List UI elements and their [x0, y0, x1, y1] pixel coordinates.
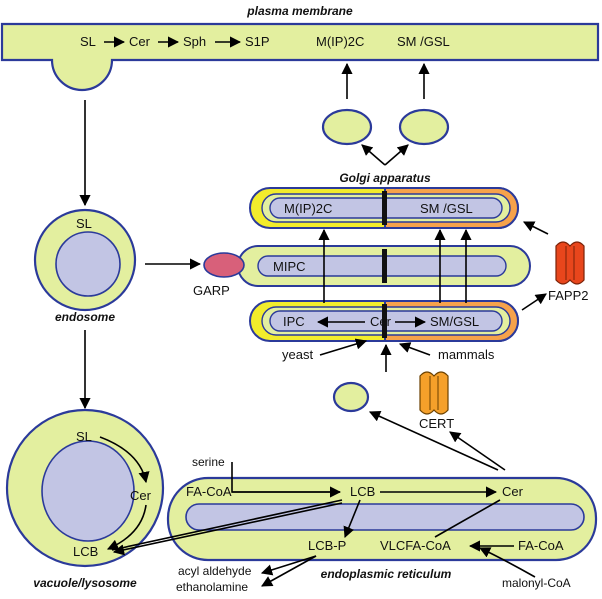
- er-serine-label: serine: [192, 455, 225, 469]
- golgi-mid-label: MIPC: [273, 259, 306, 274]
- arrow-lcb-to-vacuole-line: [111, 499, 343, 551]
- er-acyl-aldehyde-label: acyl aldehyde: [178, 564, 252, 578]
- er-vesicle: [332, 381, 370, 413]
- pm-s1p-label: S1P: [245, 34, 270, 49]
- pm-sl-label: SL: [80, 34, 96, 49]
- er-malonylcoa-label: malonyl-CoA: [502, 576, 571, 590]
- vacuole-lcb-label: LCB: [73, 544, 98, 559]
- arrow-malonylcoa-to-vlcfacoa: [478, 547, 536, 578]
- arrow-lcbp-to-acyl-aldehyde: [260, 555, 317, 576]
- golgi-vesicle-right: [398, 108, 450, 146]
- garp-icon: [203, 252, 245, 278]
- arrow-golgi-to-fapp2: [521, 293, 547, 311]
- vacuole-title: vacuole/lysosome: [33, 576, 137, 590]
- golgi-cisterna-bottom: [249, 300, 519, 342]
- golgi-smgsl-label: SM/GSL: [430, 314, 479, 329]
- arrow-er-to-cert: [449, 431, 506, 471]
- arrow-golgi-to-vesicle-left: [361, 144, 386, 166]
- arrow-er-to-vesicle: [368, 411, 499, 471]
- er-facoa-left-label: FA-CoA: [186, 484, 232, 499]
- arrow-mammals-to-golgi: [398, 342, 431, 356]
- arrow-lcb-to-lcbp: [343, 499, 361, 539]
- golgi-cer-label: Cer: [370, 314, 392, 329]
- endosome: [33, 208, 137, 312]
- arrow-yeast-to-golgi: [319, 338, 368, 356]
- er-vlcfacoa-label: VLCFA-CoA: [380, 538, 451, 553]
- pm-cer-label: Cer: [129, 34, 151, 49]
- pm-mip2c-label: M(IP)2C: [316, 34, 364, 49]
- endosome-title: endosome: [55, 310, 115, 324]
- golgi-vesicle-left: [321, 108, 373, 146]
- er-ethanolamine-label: ethanolamine: [176, 580, 248, 594]
- arrow-vacuole-sl-to-cer: [99, 436, 150, 484]
- plasma-membrane: [0, 22, 600, 92]
- golgi-cisterna-top: [249, 187, 519, 229]
- er-lcb-label: LCB: [350, 484, 375, 499]
- endoplasmic-reticulum: [166, 476, 598, 562]
- garp-label: GARP: [193, 283, 230, 298]
- golgi-ipc-label: IPC: [283, 314, 305, 329]
- pm-smgsl-label: SM /GSL: [397, 34, 450, 49]
- golgi-title: Golgi apparatus: [339, 171, 431, 185]
- endosome-sl-label: SL: [76, 216, 92, 231]
- er-facoa-right-label: FA-CoA: [518, 538, 564, 553]
- golgi-mammals-label: mammals: [438, 347, 495, 362]
- golgi-cisterna-middle: [237, 245, 531, 287]
- golgi-yeast-label: yeast: [282, 347, 313, 362]
- line-vlcfacoa-to-cer: [434, 499, 501, 538]
- arrow-lcbp-to-ethanolamine: [261, 555, 317, 587]
- arrow-er-lcb-to-vacuole-lcb: [112, 502, 343, 556]
- pm-sph-label: Sph: [183, 34, 206, 49]
- cert-icon: [419, 371, 449, 415]
- vacuole-cer-label: Cer: [130, 488, 152, 503]
- golgi-apparatus: [237, 187, 531, 342]
- er-cer-label: Cer: [502, 484, 524, 499]
- golgi-top-left-label: M(IP)2C: [284, 201, 332, 216]
- arrow-golgi-to-vesicle-right: [384, 144, 409, 166]
- golgi-top-right-label: SM /GSL: [420, 201, 473, 216]
- plasma-membrane-title: plasma membrane: [246, 4, 353, 18]
- vacuole-sl-label: SL: [76, 429, 92, 444]
- er-title: endoplasmic reticulum: [321, 567, 452, 581]
- fapp2-icon: [555, 241, 585, 285]
- plasma-membrane-shape: [0, 22, 600, 92]
- cert-label: CERT: [419, 416, 454, 431]
- fapp2-label: FAPP2: [548, 288, 588, 303]
- arrow-fapp2-to-golgi: [522, 221, 549, 235]
- er-lcbp-label: LCB-P: [308, 538, 346, 553]
